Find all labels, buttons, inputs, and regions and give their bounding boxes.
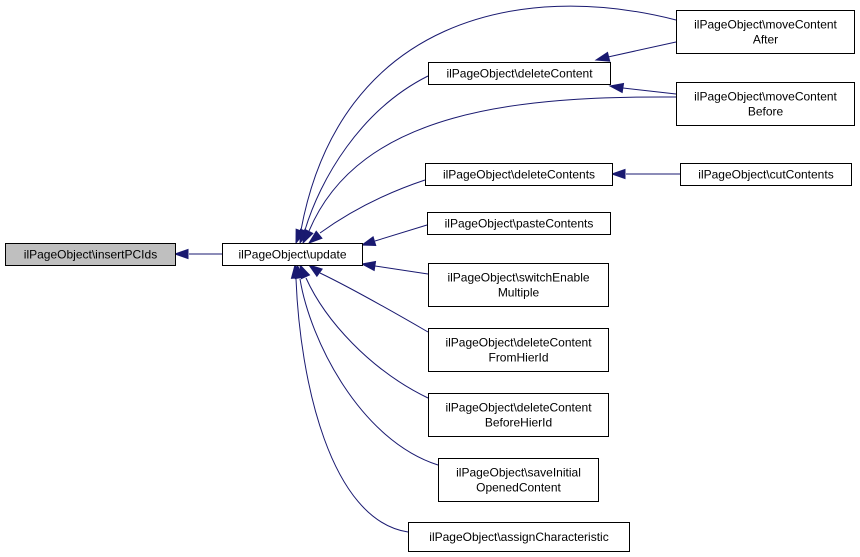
edge-line [304, 75, 429, 231]
edge-saveInitialOpenedContent-to-update [294, 263, 439, 466]
arrowhead [290, 263, 302, 279]
edge-line [319, 272, 429, 333]
edge-cutContents-to-deleteContents [610, 168, 680, 180]
edge-deleteContents-to-update [307, 179, 426, 244]
edge-deleteContentBeforeHierId-to-update [299, 263, 429, 399]
arrowhead [594, 51, 611, 62]
arrowhead [610, 168, 626, 180]
edge-line [299, 278, 439, 466]
node-label-line: ilPageObject\deleteContent [445, 336, 592, 350]
node-box [222, 243, 363, 266]
node-box [438, 458, 599, 502]
edge-deleteContentFromHierId-to-update [307, 264, 429, 333]
node-cutContents[interactable]: ilPageObject\cutContents [680, 163, 852, 186]
edge-line [308, 96, 677, 232]
node-label-line: OpenedContent [476, 481, 561, 495]
node-label-line: ilPageObject\deleteContent [445, 401, 592, 415]
edge-update-to-insertPCIds [173, 248, 222, 260]
edge-line [305, 277, 429, 399]
node-label-line: ilPageObject\switchEnable [447, 271, 589, 285]
node-box [428, 62, 611, 85]
node-insertPCIds: ilPageObject\insertPCIds [5, 243, 176, 266]
arrowhead [307, 230, 323, 244]
edge-line [319, 179, 426, 234]
node-label-line: Multiple [498, 286, 540, 300]
edge-line [374, 265, 429, 275]
node-label-line: Before [748, 105, 784, 119]
edge-assignCharacteristic-to-update [290, 263, 409, 533]
edge-pasteContents-to-update [360, 224, 428, 247]
node-box [425, 163, 613, 186]
node-box [427, 212, 611, 235]
node-deleteContent[interactable]: ilPageObject\deleteContent [428, 62, 611, 85]
arrowhead [173, 248, 189, 260]
node-label-line: ilPageObject\cutContents [698, 168, 833, 182]
node-box [408, 522, 630, 552]
arrowhead [307, 264, 323, 278]
node-pasteContents[interactable]: ilPageObject\pasteContents [427, 212, 611, 235]
node-box [428, 328, 609, 372]
node-label-line: After [753, 33, 778, 47]
node-label-line: ilPageObject\assignCharacteristic [429, 530, 608, 544]
edge-deleteContent-to-update [299, 75, 429, 245]
node-label-line: ilPageObject\moveContent [694, 90, 837, 104]
nodes-layer: ilPageObject\insertPCIds ilPageObject\upd… [5, 10, 855, 552]
node-label-line: BeforeHierId [485, 416, 552, 430]
arrowhead [360, 236, 377, 247]
node-box [428, 263, 609, 307]
node-label-line: ilPageObject\moveContent [694, 18, 837, 32]
node-box [676, 10, 855, 54]
arrowhead [302, 228, 314, 245]
node-label-line: ilPageObject\deleteContents [443, 168, 595, 182]
node-assignCharacteristic[interactable]: ilPageObject\assignCharacteristic [408, 522, 630, 552]
edge-moveContentBefore-to-update [302, 96, 677, 245]
edge-line [295, 278, 409, 533]
edges-layer [173, 5, 680, 533]
edge-line [374, 224, 428, 242]
node-deleteContents[interactable]: ilPageObject\deleteContents [425, 163, 613, 186]
node-label-line: ilPageObject\pasteContents [445, 217, 594, 231]
node-box [5, 243, 176, 266]
edge-moveContentAfter-to-update [295, 5, 677, 245]
node-label-line: FromHierId [488, 351, 548, 365]
edge-line [607, 41, 677, 58]
edge-switchEnableMultiple-to-update [360, 260, 429, 275]
arrowhead [360, 260, 377, 272]
arrowhead [608, 82, 625, 94]
edge-moveContentBefore-to-deleteContent [608, 82, 677, 95]
node-label-line: ilPageObject\update [238, 248, 346, 262]
node-label-line: ilPageObject\insertPCIds [24, 248, 157, 262]
node-update[interactable]: ilPageObject\update [222, 243, 363, 266]
node-box [676, 82, 855, 126]
node-label-line: ilPageObject\deleteContent [446, 67, 593, 81]
edge-line [300, 5, 677, 231]
node-box [428, 393, 609, 437]
node-box [680, 163, 852, 186]
edge-moveContentAfter-to-deleteContent [594, 41, 677, 62]
node-label-line: ilPageObject\saveInitial [456, 466, 581, 480]
edge-line [622, 87, 677, 95]
